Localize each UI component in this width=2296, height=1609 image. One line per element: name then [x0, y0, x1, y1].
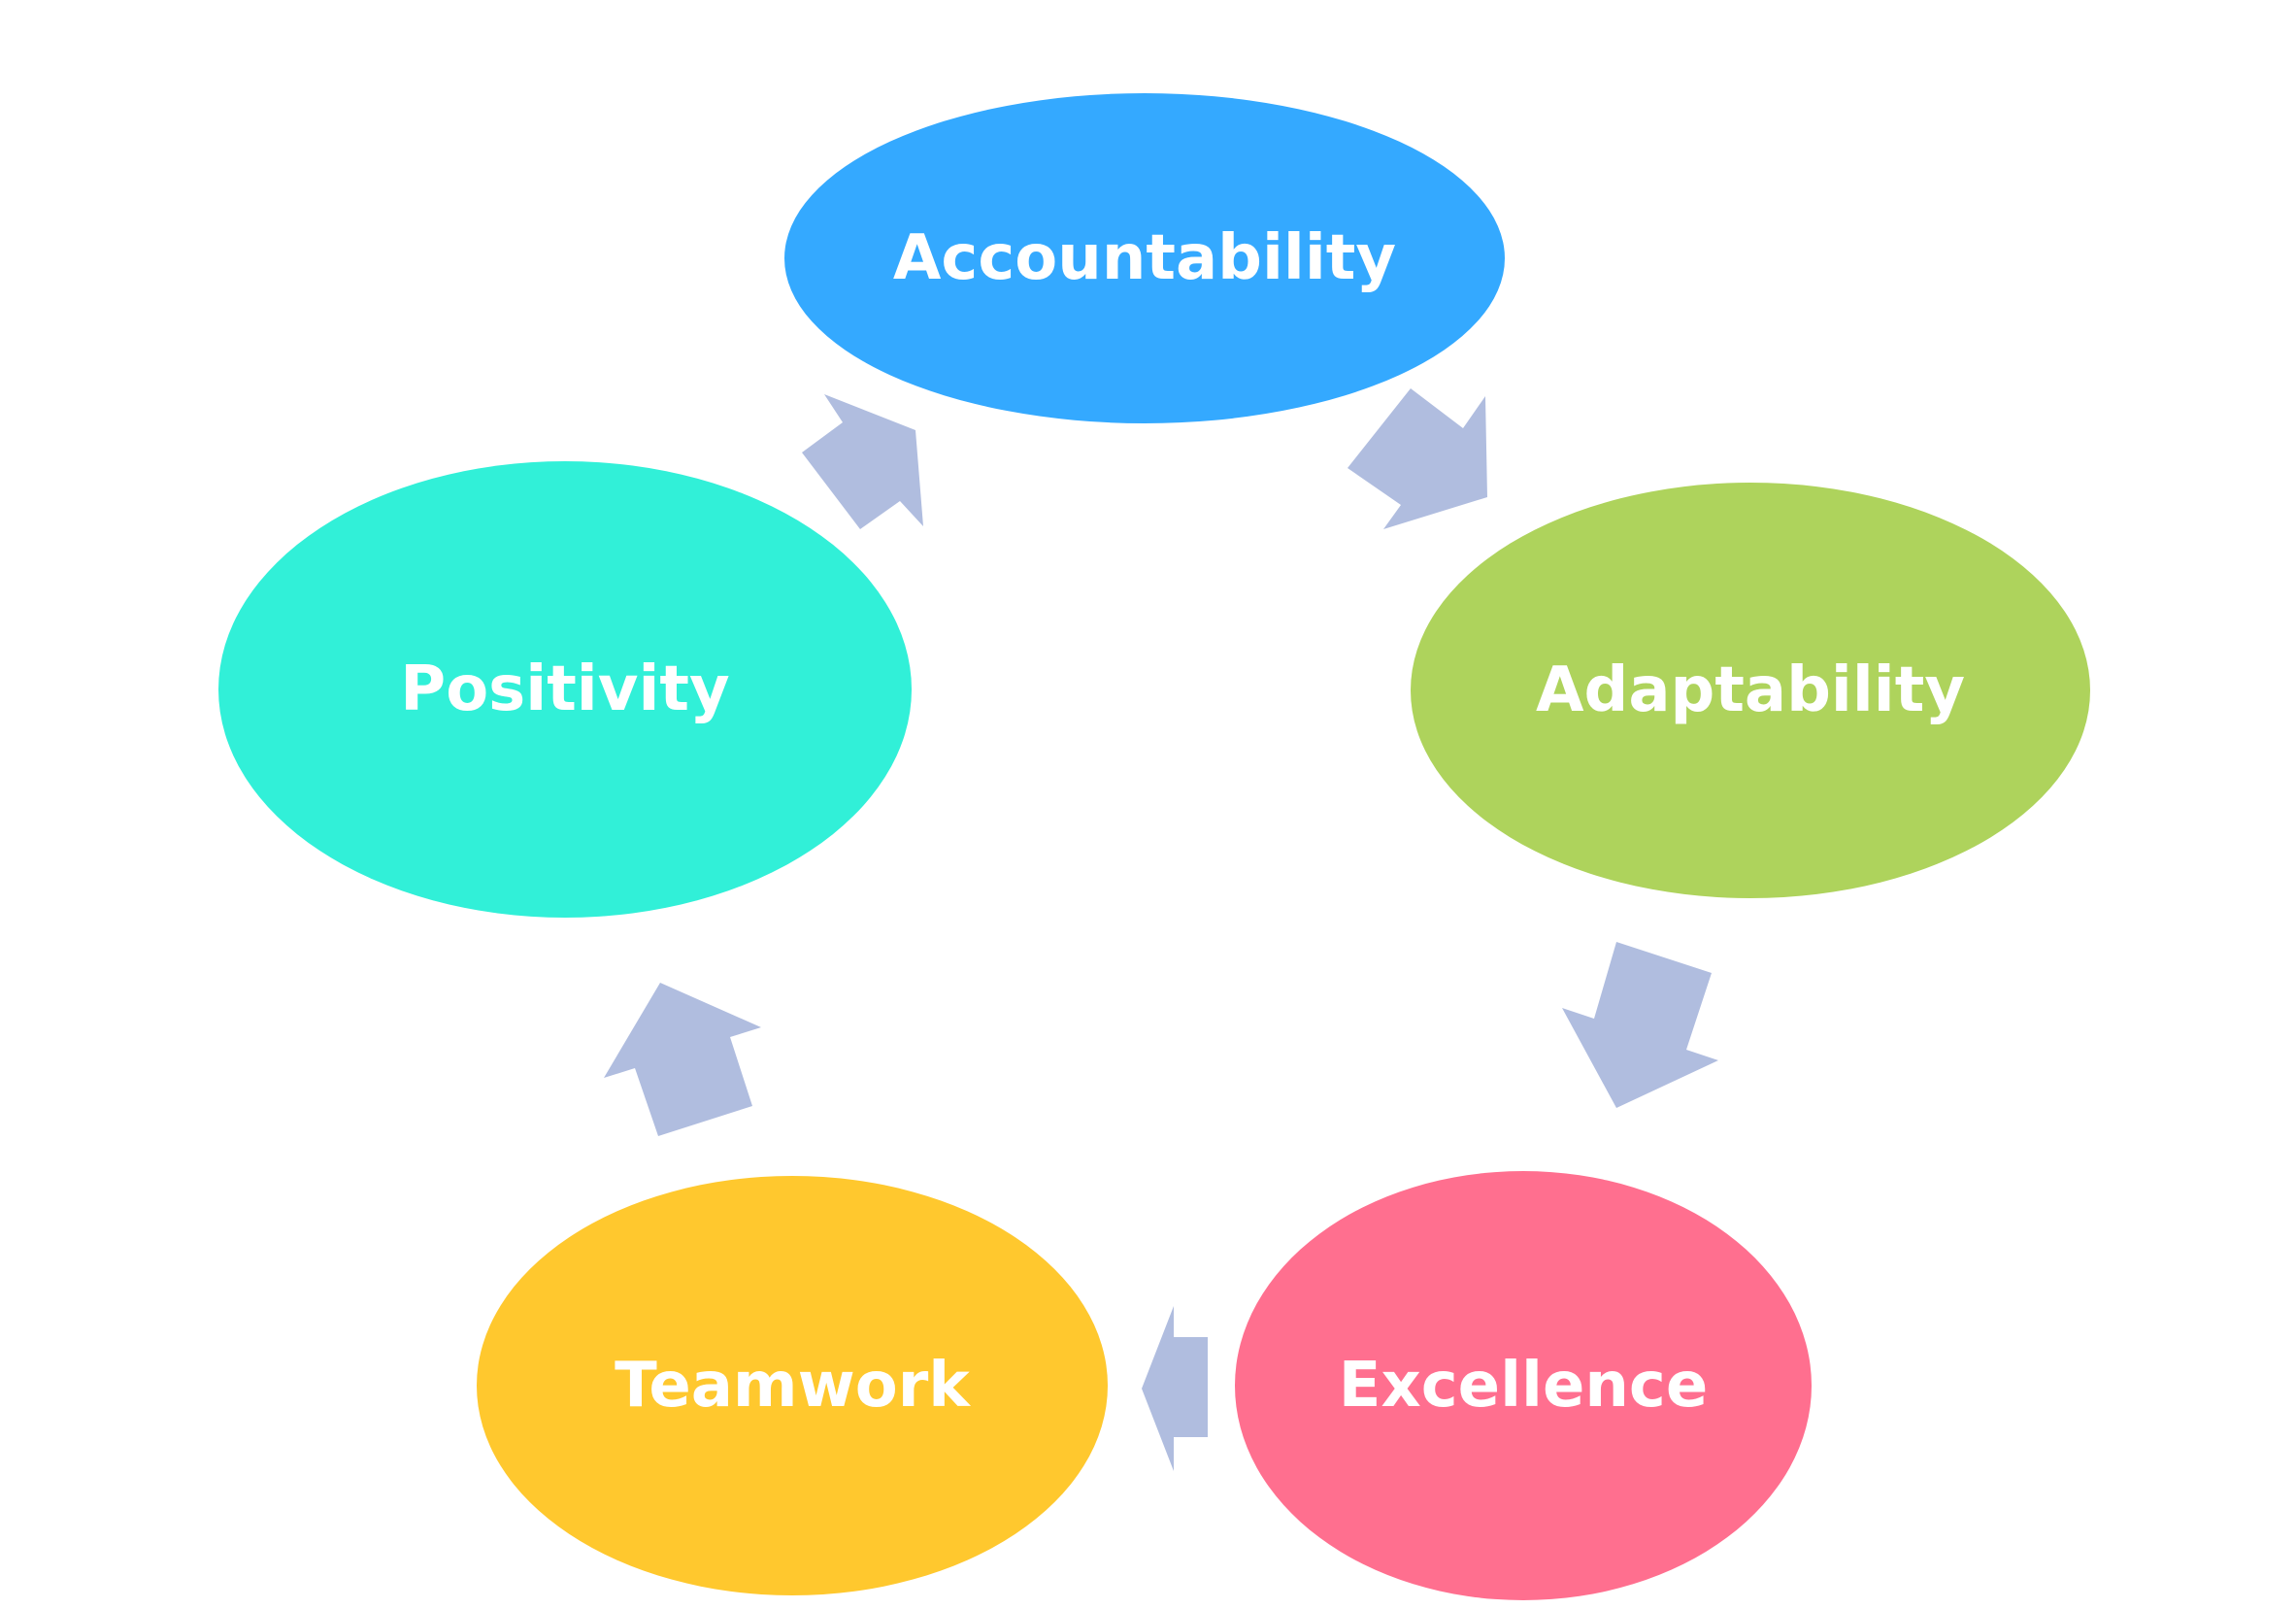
node-positivity-label: Positivity: [400, 654, 729, 725]
node-teamwork-label: Teamwork: [615, 1350, 971, 1422]
arrow-positivity-to-accountability: [802, 394, 923, 529]
node-excellence-label: Excellence: [1339, 1350, 1709, 1422]
node-accountability-shape: [784, 93, 1505, 423]
node-adaptability-shape: [1411, 483, 2090, 898]
arrow-excellence-to-teamwork: [1142, 1306, 1208, 1471]
arrow-adaptability-to-excellence: [1562, 942, 1718, 1108]
cycle-arrows: [604, 388, 1718, 1471]
node-excellence-shape: [1235, 1171, 1812, 1600]
node-teamwork: Teamwork: [477, 1176, 1108, 1595]
node-accountability: Accountability: [784, 93, 1505, 423]
arrow-accountability-to-adaptability: [1348, 388, 1487, 529]
node-positivity: Positivity: [218, 461, 912, 918]
node-teamwork-shape: [477, 1176, 1108, 1595]
node-excellence: Excellence: [1235, 1171, 1812, 1600]
arrow-teamwork-to-positivity: [604, 983, 761, 1136]
node-adaptability: Adaptability: [1411, 483, 2090, 898]
node-positivity-shape: [218, 461, 912, 918]
node-adaptability-label: Adaptability: [1536, 654, 1965, 726]
node-accountability-label: Accountability: [893, 222, 1396, 294]
